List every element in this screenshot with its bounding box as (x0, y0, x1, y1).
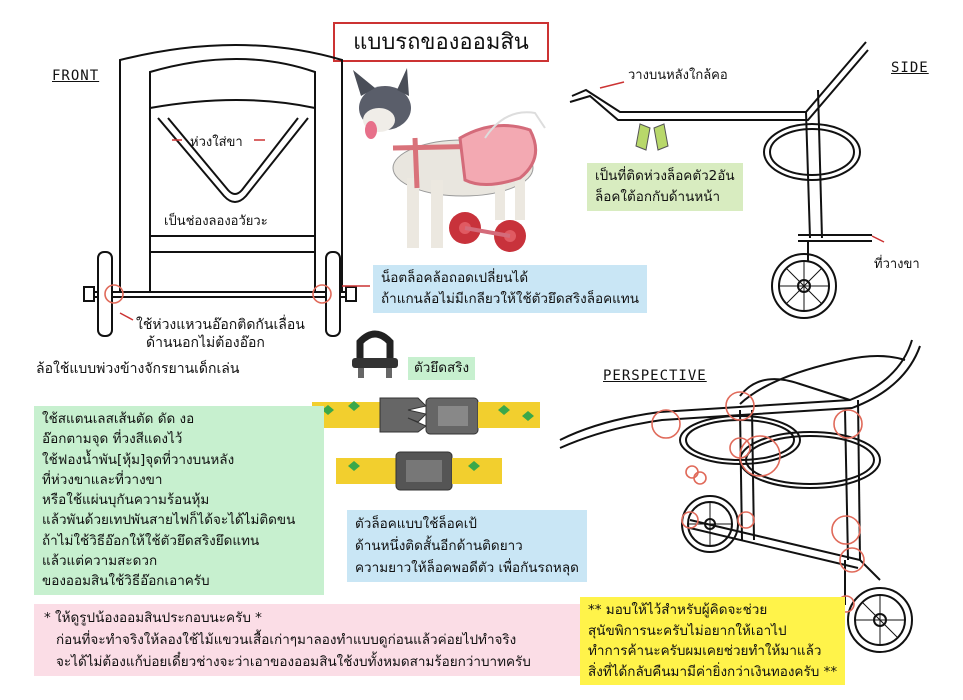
credit-note-line: ** มอบให้ไว้สำหรับผู้คิดจะช่วย (588, 602, 768, 618)
dog-photo (353, 68, 546, 252)
buckle-note-line: ความยาวให้ล็อคพอดีตัว เพื่อกันรถหลุด (355, 560, 579, 576)
lock-note: เป็นที่ติดห่วงล็อคตัว2อัน ล็อคใต้อกกับด้… (587, 163, 743, 211)
build-note-line: หรือใช้แผ่นบุกันความร้อนหุ้ม (42, 492, 210, 509)
lock-note-line: ล็อคใต้อกกับด้านหน้า (595, 189, 721, 205)
leg-rest-label: ที่วางขา (874, 257, 920, 272)
credit-note-line: ทำการค้านะครับผมเคยช่วยทำให้มาแล้ว (588, 643, 822, 659)
credit-note-line: สิ่งที่ได้กลับคืนมามีค่ายิ่งกว่าเงินทองค… (588, 663, 838, 680)
photo-note-line: * ให้ดูรูปน้องออมสินประกอบนะครับ * (44, 610, 262, 626)
ring-note-line: ด้านนอกไม่ต้องอ๊อก (146, 335, 265, 351)
lock-note-line: เป็นที่ติดห่วงล็อคตัว2อัน (595, 168, 735, 184)
credit-note-line: สุนัขพิการนะครับไม่อยากให้เอาไป (588, 622, 787, 639)
bolt-note-line: ถ้าแกนล้อไม่มีเกลียวให้ใช้ตัวยึดสริงล็อค… (381, 291, 639, 307)
build-note-line: อ๊อกตามจุด ที่วงสีแดงไว้ (42, 431, 183, 448)
photo-note-line: ก่อนที่จะทำจริงให้ลองใช้ไม้แขวนเสื้อเก่า… (56, 632, 517, 648)
ring-note-line: ใช้ห่วงแหวนอ๊อกติดกันเลื่อน (136, 317, 305, 333)
credit-note: ** มอบให้ไว้สำหรับผู้คิดจะช่วย สุนัขพิกา… (580, 597, 846, 685)
build-note-line: ที่ห่วงขาและที่วางขา (42, 471, 163, 488)
leg-loop-label: ห่วงใส่ขา (190, 135, 243, 150)
buckle-note-line: ตัวล็อคแบบใช้ล็อคเป้ (355, 516, 477, 532)
buckle-illustration (312, 397, 540, 491)
wheel-note: ล้อใช้แบบพ่วงข้างจักรยานเด็กเล่น (36, 361, 240, 377)
buckle-note-line: ด้านหนึ่งติดสั้นอีกด้านติดยาว (355, 538, 523, 554)
perspective-view-label: PERSPECTIVE (603, 368, 707, 384)
build-note-line: แล้วพันด้วยเทปพันสายไฟก็ได้จะได้ไม่ติดขน (42, 512, 296, 529)
side-view-label: SIDE (891, 60, 929, 76)
page-title: แบบรถของออมสิน (333, 22, 549, 62)
build-note-line: ของออมสินใช้วิธีอ๊อกเอาครับ (42, 573, 210, 590)
front-view-label: FRONT (52, 68, 100, 84)
clamp-icon (352, 330, 398, 378)
bolt-note: น็อตล็อคล้อถอดเปลี่ยนได้ ถ้าแกนล้อไม่มีเ… (373, 265, 647, 313)
clamp-label: ตัวยึดสริง (408, 357, 476, 380)
buckle-note: ตัวล็อคแบบใช้ล็อคเป้ ด้านหนึ่งติดสั้นอีก… (347, 510, 587, 582)
build-note: ใช้สแตนเลสเส้นตัด ดัด งอ อ๊อกตามจุด ที่ว… (34, 406, 324, 595)
build-note-line: ใช้สแตนเลสเส้นตัด ดัด งอ (42, 411, 195, 427)
build-note-line: ถ้าไม่ใช้วิธีอ๊อกให้ใช้ตัวยึดสริงยึดแทน (42, 532, 260, 549)
bolt-note-line: น็อตล็อคล้อถอดเปลี่ยนได้ (381, 270, 529, 286)
build-note-line: ใช้ฟองน้ำพัน[หุ้ม]จุดที่วางบนหลัง (42, 451, 235, 468)
build-note-line: แล้วแต่ความสะดวก (42, 553, 158, 570)
photo-note: * ให้ดูรูปน้องออมสินประกอบนะครับ * ก่อนท… (34, 604, 587, 676)
back-rest-label: วางบนหลังใกล้คอ (628, 68, 728, 83)
ring-weld-note: ใช้ห่วงแหวนอ๊อกติดกันเลื่อน ด้านนอกไม่ต้… (136, 316, 305, 352)
organ-gap-label: เป็นช่องลองอวัยวะ (164, 214, 268, 229)
photo-note-line: จะได้ไม่ต้องแก้บ่อยเดี๋ยวช่างจะว่าเอาของ… (56, 654, 531, 670)
